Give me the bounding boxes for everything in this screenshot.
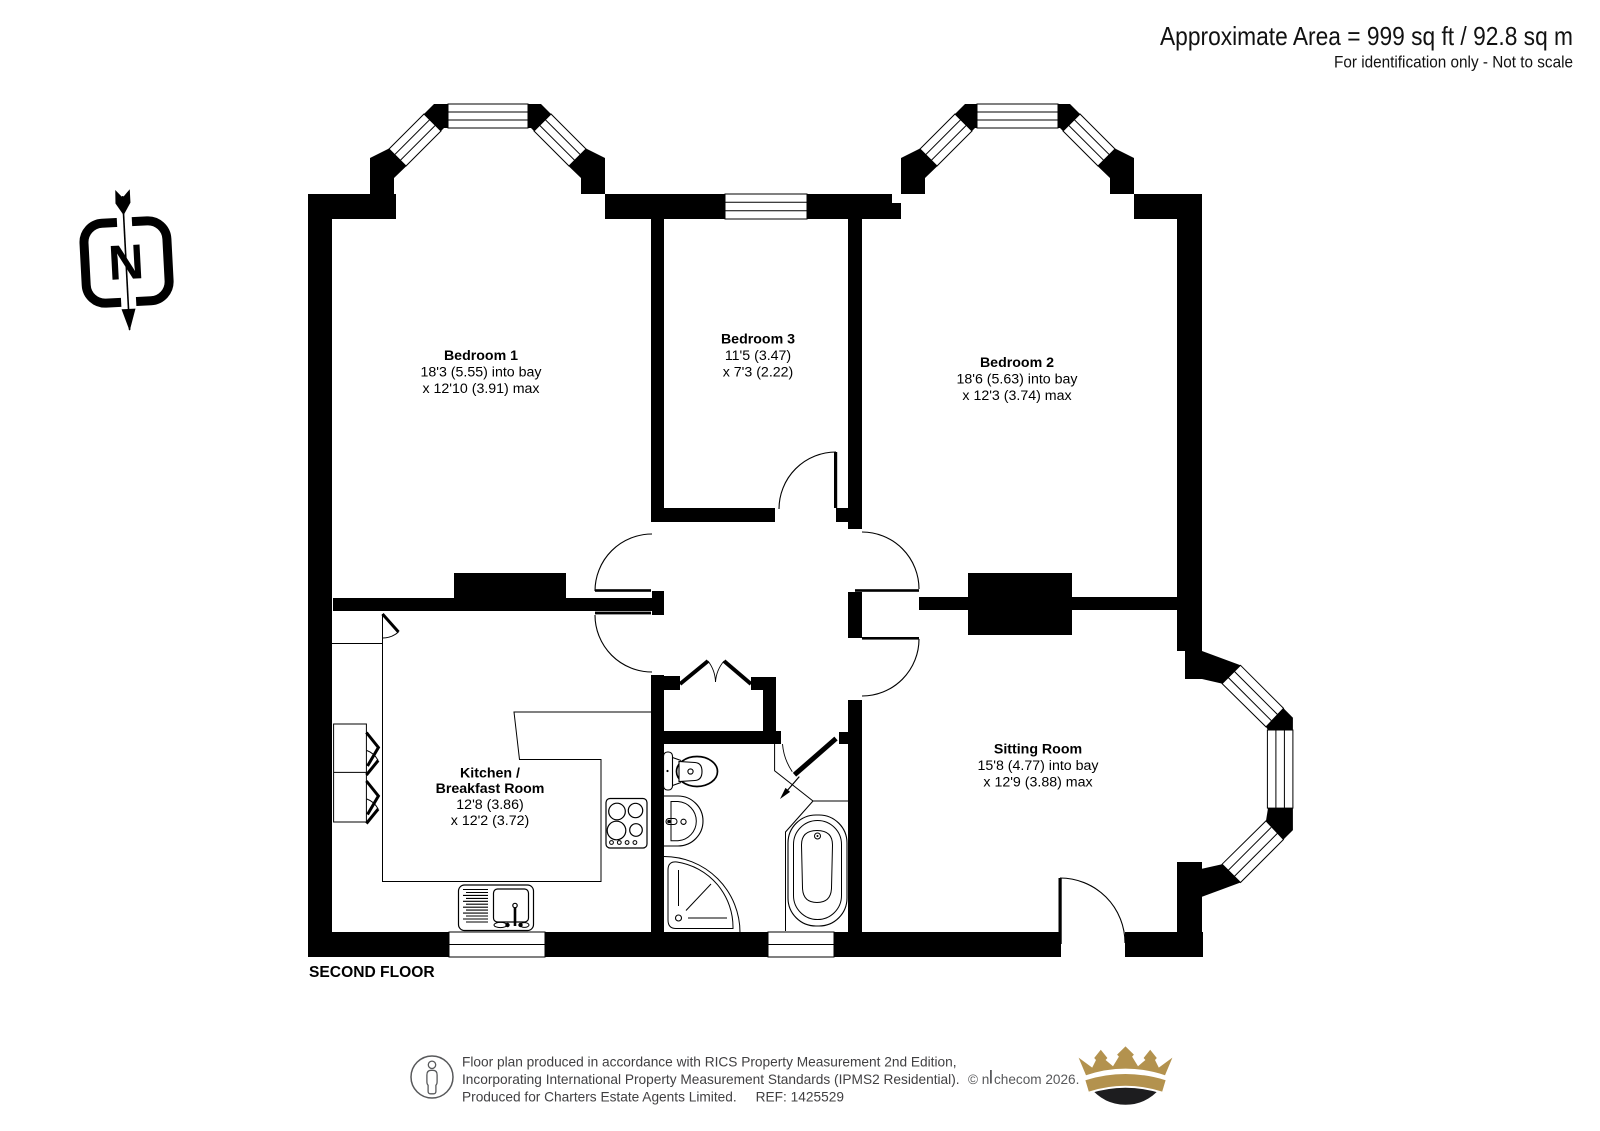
svg-text:18'3 (5.55) into bay: 18'3 (5.55) into bay [420, 365, 542, 381]
svg-text:© n: © n [968, 1072, 989, 1087]
svg-text:Bedroom 3: Bedroom 3 [721, 332, 795, 348]
svg-text:Breakfast Room: Breakfast Room [436, 781, 545, 797]
svg-text:checom 2026.: checom 2026. [994, 1072, 1079, 1087]
svg-text:Incorporating International Pr: Incorporating International Property Mea… [462, 1072, 960, 1087]
svg-text:Bedroom 2: Bedroom 2 [980, 355, 1054, 371]
svg-text:Kitchen /: Kitchen / [460, 766, 520, 782]
svg-text:x 7'3 (2.22): x 7'3 (2.22) [723, 365, 794, 381]
svg-text:x 12'10 (3.91) max: x 12'10 (3.91) max [422, 381, 539, 397]
svg-text:Approximate Area = 999 sq ft /: Approximate Area = 999 sq ft / 92.8 sq m [1160, 21, 1573, 51]
svg-text:11'5 (3.47): 11'5 (3.47) [725, 348, 791, 364]
svg-text:For identification only - Not: For identification only - Not to scale [1334, 53, 1573, 72]
svg-text:x 12'2 (3.72): x 12'2 (3.72) [451, 813, 529, 829]
svg-text:x 12'9 (3.88) max: x 12'9 (3.88) max [983, 775, 1092, 791]
svg-text:x 12'3 (3.74) max: x 12'3 (3.74) max [962, 388, 1071, 404]
svg-text:Floor plan produced in accorda: Floor plan produced in accordance with R… [462, 1055, 957, 1070]
svg-text:Bedroom 1: Bedroom 1 [444, 348, 518, 364]
svg-text:Sitting Room: Sitting Room [994, 742, 1082, 758]
svg-text:12'8 (3.86): 12'8 (3.86) [456, 797, 523, 813]
svg-text:SECOND FLOOR: SECOND FLOOR [309, 964, 435, 981]
svg-text:18'6 (5.63) into bay: 18'6 (5.63) into bay [956, 372, 1078, 388]
svg-text:15'8 (4.77) into bay: 15'8 (4.77) into bay [977, 758, 1099, 774]
svg-text:Produced for Charters Estate A: Produced for Charters Estate Agents Limi… [462, 1090, 844, 1105]
